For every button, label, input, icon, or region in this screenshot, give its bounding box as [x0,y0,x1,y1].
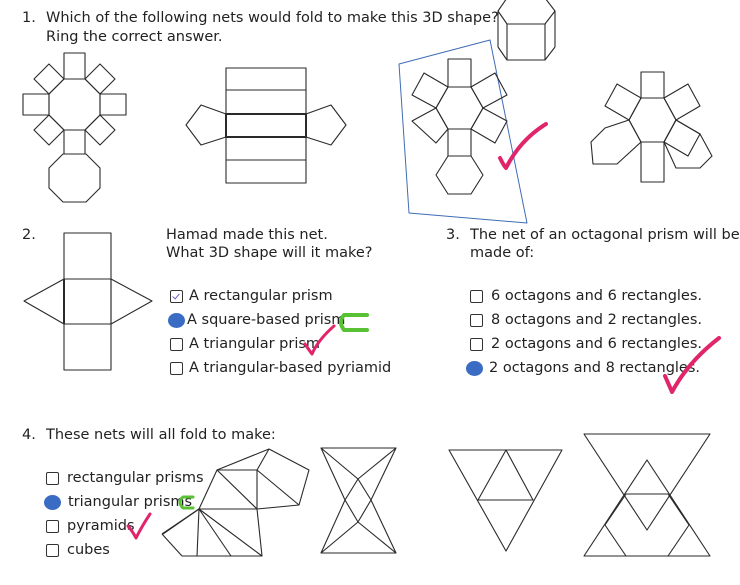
q4-option-2-checkbox[interactable] [44,494,61,510]
hexagonal-prism-3d [497,0,556,61]
q4-option-3-label: pyramids [67,518,135,534]
q2-option-1-label: A rectangular prism [189,288,333,304]
q1-instruction: Ring the correct answer. [46,29,223,45]
q2-number: 2. [22,227,36,243]
q4-option-3-checkbox[interactable] [46,519,59,533]
q2-intro-line1: Hamad made this net. [166,227,328,243]
q2-option-2-label: A square-based prism [187,312,346,328]
q3-option-2-checkbox[interactable] [470,313,483,327]
q2-option-1[interactable]: A rectangular prism [170,286,333,306]
q3-option-1-checkbox[interactable] [470,289,483,303]
tick-mark-q4 [126,512,152,540]
q2-option-2-checkbox[interactable] [168,312,185,328]
q4-option-2-label: triangular prisms [68,494,193,510]
q2-option-2[interactable]: A square-based prism [168,310,345,330]
net-d-hexagonal [590,71,713,183]
green-mark-q2 [339,313,369,332]
q2-option-1-checkbox[interactable] [170,289,183,303]
q2-option-4[interactable]: A triangular-based pyriamid [170,358,391,378]
q4-option-3[interactable]: pyramids [46,516,135,536]
q3-option-1[interactable]: 6 octagons and 6 rectangles. [470,286,702,306]
q4-option-4-label: cubes [67,542,110,558]
q4-option-1-label: rectangular prisms [67,470,204,486]
q3-option-3-checkbox[interactable] [470,337,483,351]
tick-mark-q3 [663,336,721,394]
net-b-pentagonal [185,67,347,184]
q2-intro-line2: What 3D shape will it make? [166,245,373,261]
q3-option-4-checkbox[interactable] [466,360,483,376]
q2-option-3-label: A triangular prism [189,336,321,352]
q3-option-3-label: 2 octagons and 6 rectangles. [491,336,703,352]
q3-number: 3. [446,227,460,243]
q4-net-hexagram [583,433,711,557]
tick-mark-q1 [498,122,548,170]
q3-option-4[interactable]: 2 octagons and 8 rectangles. [466,358,700,378]
net-a-octagonal [22,52,127,203]
q4-option-4-checkbox[interactable] [46,543,59,557]
q3-question-line1: The net of an octagonal prism will be [470,227,740,243]
q4-net-tetrahedron [448,449,563,552]
q4-option-1[interactable]: rectangular prisms [46,468,204,488]
q2-option-4-checkbox[interactable] [170,361,183,375]
q4-option-4[interactable]: cubes [46,540,110,560]
green-mark-q4 [178,495,195,510]
q3-option-1-label: 6 octagons and 6 rectangles. [491,288,703,304]
q4-net-square-pyramid [320,447,397,554]
q3-option-2[interactable]: 8 octagons and 2 rectangles. [470,310,702,330]
q4-option-2[interactable]: triangular prisms [44,492,192,512]
q4-number: 4. [22,427,36,443]
q2-option-3-checkbox[interactable] [170,337,183,351]
q1-number: 1. [22,10,36,26]
q4-question: These nets will all fold to make: [46,427,276,443]
q4-option-1-checkbox[interactable] [46,471,59,485]
q3-option-2-label: 8 octagons and 2 rectangles. [491,312,703,328]
q2-option-3[interactable]: A triangular prism [170,334,320,354]
q3-option-3[interactable]: 2 octagons and 6 rectangles. [470,334,702,354]
q3-question-line2: made of: [470,245,535,261]
q3-option-4-label: 2 octagons and 8 rectangles. [489,360,701,376]
q1-question: Which of the following nets would fold t… [46,10,499,26]
net-c-hexagonal [398,39,528,224]
q2-option-4-label: A triangular-based pyriamid [189,360,392,376]
q2-triangular-prism-net [23,232,153,371]
tick-mark-q2 [303,324,336,356]
q4-net-pentagonal-pyramid [161,448,310,557]
